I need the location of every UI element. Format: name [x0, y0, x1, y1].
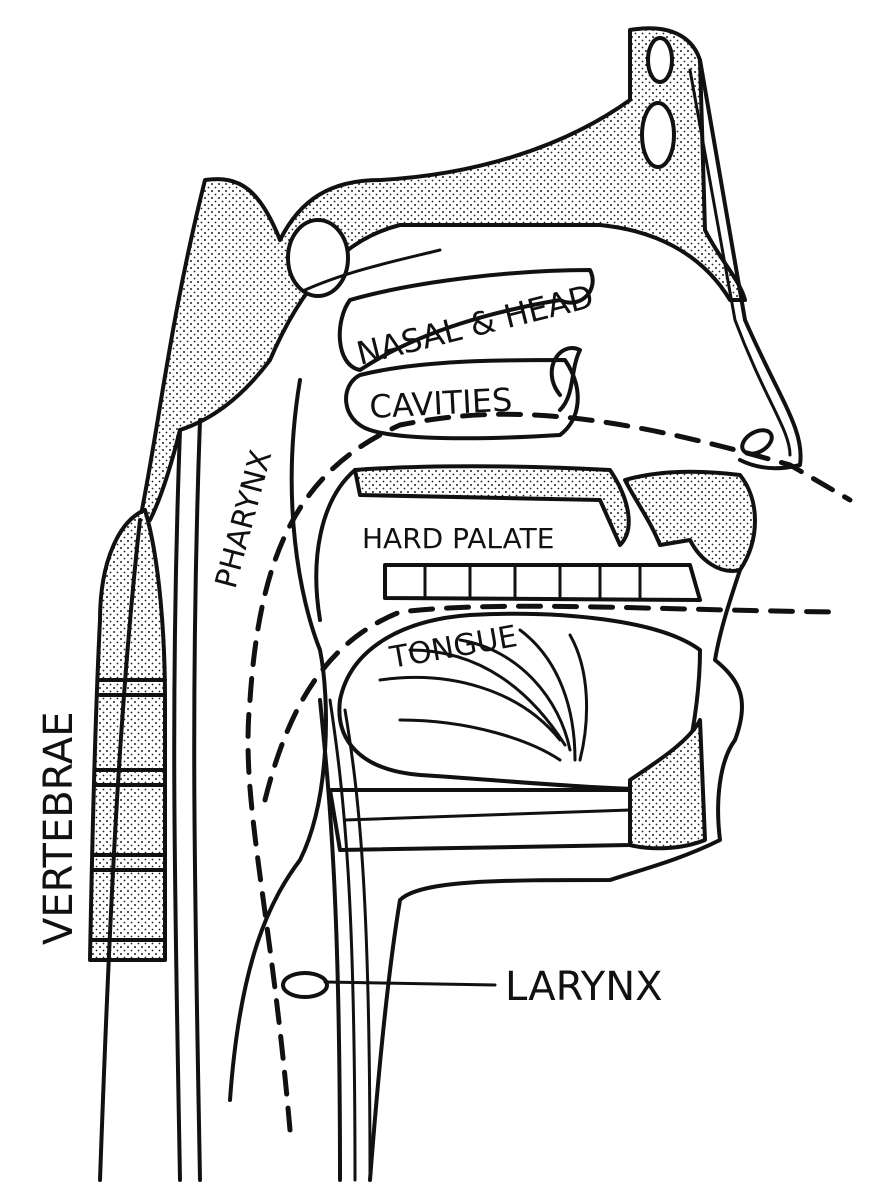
hard-palate [353, 464, 631, 547]
label-larynx: LARYNX [505, 964, 663, 1010]
turbinate-lower [344, 358, 580, 441]
tongue [337, 611, 702, 792]
label-hard-palate: HARD PALATE [362, 522, 554, 555]
sinus-1 [286, 218, 350, 298]
airflow-line-nasal [245, 411, 853, 1133]
label-cavities: CAVITIES [368, 381, 513, 426]
sinus-2 [646, 36, 674, 84]
airflow-line-oral [262, 603, 843, 803]
vertebral-column [88, 418, 202, 1182]
jaw-bone [328, 788, 632, 852]
tongue-muscle-fibers [378, 628, 589, 762]
sinus-3 [640, 101, 676, 169]
lip-chin-outline [368, 568, 745, 1182]
nose-outline [698, 58, 803, 471]
label-vertebrae: VERTEBRAE [36, 712, 82, 945]
label-pharynx: PHARYNX [209, 446, 279, 592]
turbinate-upper [337, 268, 595, 372]
nostril [740, 428, 774, 456]
larynx-shape [281, 971, 329, 999]
skull-base [138, 26, 747, 522]
larynx-pointer-line [323, 980, 497, 987]
upper-teeth [383, 563, 702, 602]
